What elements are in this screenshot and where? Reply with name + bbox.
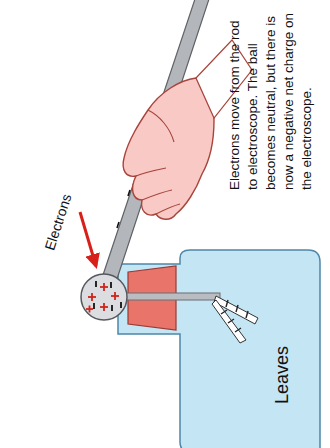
- gold-leaves: [212, 296, 258, 343]
- caption-note: Electrons move from the rod to electrosc…: [226, 10, 316, 190]
- electroscope-jar: [118, 250, 320, 448]
- arrow-label: Electrons: [41, 190, 75, 254]
- finger-lines: [136, 110, 180, 214]
- electroscope-ball: [81, 274, 127, 320]
- hand: [123, 78, 214, 219]
- rod-negative-charges: [117, 190, 130, 228]
- sleeve: [196, 40, 252, 118]
- positive-charges: [86, 283, 119, 313]
- negative-charges: [94, 281, 121, 311]
- part-name: Leaves: [272, 346, 293, 404]
- electron-flow-arrow: [80, 212, 96, 266]
